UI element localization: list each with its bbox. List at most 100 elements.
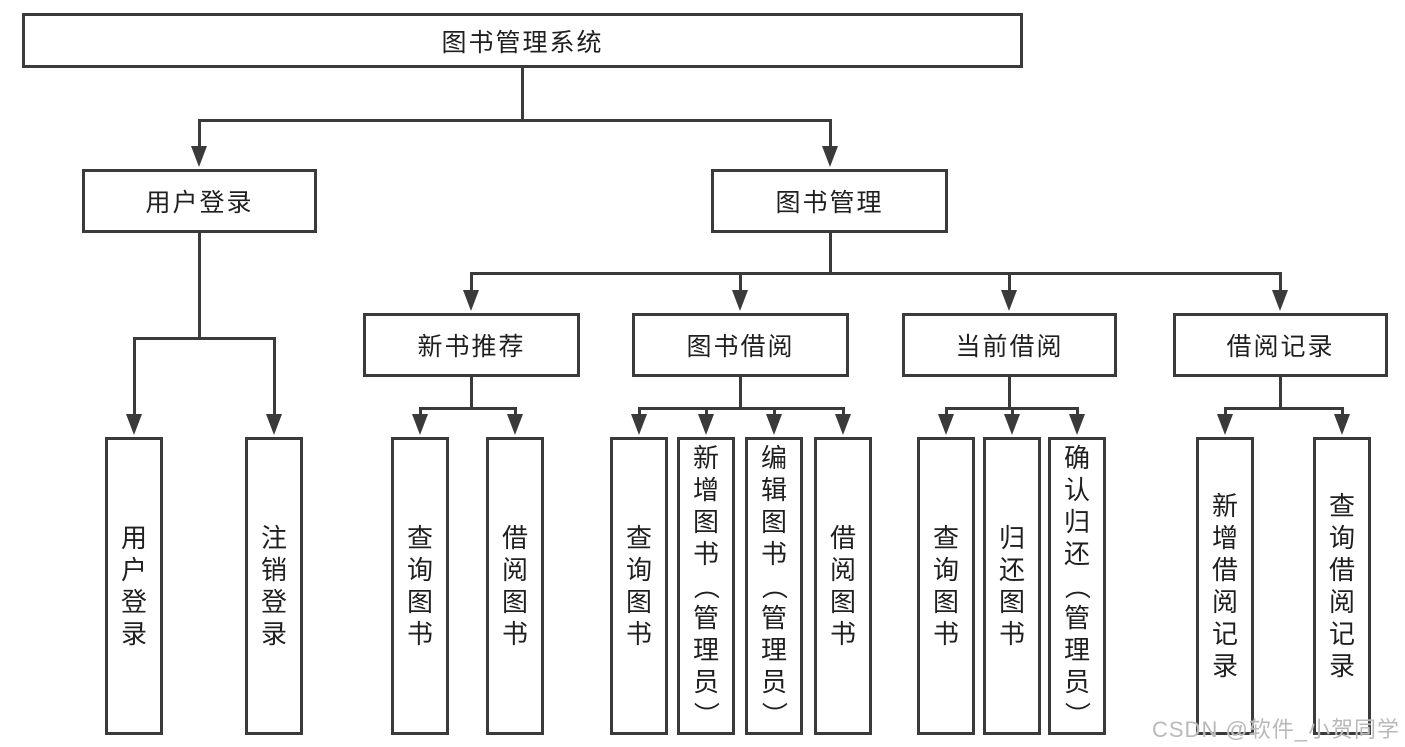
connector-stem <box>1007 374 1011 410</box>
vertical-char: 书 <box>829 619 856 649</box>
leaf-query-book-recommend: 查询图书 <box>391 437 449 735</box>
leaf-borrow-book-borrow: 借阅图书 <box>814 437 872 735</box>
vertical-char: 书 <box>692 539 719 569</box>
node-user-login: 用户登录 <box>82 169 317 233</box>
vertical-char: （ <box>759 572 789 599</box>
leaf-query-book-current: 查询图书 <box>917 437 975 735</box>
vertical-char: 管 <box>1063 603 1090 633</box>
vertical-char: 书 <box>760 539 787 569</box>
connector-arrow-shaft <box>944 408 948 417</box>
connector-arrow-shaft <box>1278 273 1282 293</box>
vertical-char: 归 <box>998 523 1025 553</box>
arrow-down-icon <box>463 290 479 311</box>
vertical-char: 书 <box>998 619 1025 649</box>
vertical-char: 户 <box>120 555 147 585</box>
vertical-char: 图 <box>406 587 433 617</box>
vertical-char: 记 <box>1211 619 1238 649</box>
leaf-borrow-book-borrow-label: 借阅图书 <box>817 440 869 732</box>
node-root-label: 图书管理系统 <box>441 28 604 57</box>
node-book-borrow-label: 图书借阅 <box>686 333 795 361</box>
vertical-char: 增 <box>1211 523 1238 553</box>
vertical-char: 书 <box>501 619 528 649</box>
arrow-down-icon <box>1069 414 1085 435</box>
arrow-down-icon <box>266 414 282 435</box>
vertical-char: 注 <box>260 523 287 553</box>
vertical-char: 阅 <box>501 555 528 585</box>
connector-arrow-shaft <box>704 408 708 417</box>
leaf-confirm-return-admin: 确认归还（管理员） <box>1048 437 1106 735</box>
node-user-login-label: 用户登录 <box>145 189 254 217</box>
connector-bar <box>418 406 517 410</box>
vertical-char: 借 <box>1211 555 1238 585</box>
vertical-char: 图 <box>692 507 719 537</box>
vertical-char: 借 <box>1328 555 1355 585</box>
leaf-query-book-recommend-label: 查询图书 <box>394 440 446 732</box>
vertical-char: 阅 <box>1328 587 1355 617</box>
connector-stem <box>520 68 524 122</box>
leaf-borrow-book-recommend: 借阅图书 <box>486 437 544 735</box>
node-borrow-records-label: 借阅记录 <box>1226 333 1335 361</box>
node-book-borrow: 图书借阅 <box>632 313 849 377</box>
arrow-down-icon <box>1001 290 1017 311</box>
arrow-down-icon <box>412 414 428 435</box>
vertical-char: 借 <box>501 523 528 553</box>
vertical-char: 理 <box>760 635 787 665</box>
arrow-down-icon <box>938 414 954 435</box>
connector-stem <box>738 374 742 410</box>
vertical-char: 录 <box>1328 651 1355 681</box>
connector-bar <box>132 336 276 340</box>
vertical-char: （ <box>691 572 721 599</box>
vertical-char: 录 <box>120 619 147 649</box>
connector-bar <box>637 406 845 410</box>
vertical-char: 还 <box>998 555 1025 585</box>
vertical-char: 借 <box>829 523 856 553</box>
vertical-char: 新 <box>1211 491 1238 521</box>
connector-arrow-shaft <box>1010 408 1014 417</box>
connector-arrow-shaft <box>841 408 845 417</box>
vertical-char: 员 <box>760 667 787 697</box>
arrow-down-icon <box>1334 414 1350 435</box>
leaf-add-borrow-record: 新增借阅记录 <box>1196 437 1254 735</box>
vertical-char: ） <box>759 700 789 727</box>
leaf-edit-book-admin: 编辑图书（管理员） <box>745 437 803 735</box>
connector-arrow-shaft <box>637 408 641 417</box>
node-book-management-label: 图书管理 <box>775 189 884 217</box>
vertical-char: 登 <box>260 587 287 617</box>
vertical-char: 登 <box>120 587 147 617</box>
connector-arrow-shaft <box>513 408 517 417</box>
connector-arrow-shaft <box>828 120 832 149</box>
vertical-char: 询 <box>625 555 652 585</box>
connector-arrow-shaft <box>1340 408 1344 417</box>
arrow-down-icon <box>1004 414 1020 435</box>
node-current-borrow-label: 当前借阅 <box>955 333 1064 361</box>
vertical-char: 询 <box>1328 523 1355 553</box>
leaf-query-borrow-record: 查询借阅记录 <box>1313 437 1371 735</box>
connector-stem <box>197 230 201 340</box>
vertical-char: 管 <box>692 603 719 633</box>
arrow-down-icon <box>631 414 647 435</box>
vertical-char: 图 <box>760 507 787 537</box>
connector-stem <box>469 374 473 410</box>
connector-arrow-shaft <box>469 273 473 293</box>
vertical-char: 查 <box>932 523 959 553</box>
vertical-char: 阅 <box>829 555 856 585</box>
watermark: CSDN @软件_小贺同学 <box>1152 717 1401 742</box>
leaf-logout: 注销登录 <box>245 437 303 735</box>
node-new-book-recommend: 新书推荐 <box>363 313 580 377</box>
vertical-char: 查 <box>625 523 652 553</box>
vertical-char: 辑 <box>760 475 787 505</box>
leaf-query-book-current-label: 查询图书 <box>920 440 972 732</box>
vertical-char: 书 <box>406 619 433 649</box>
leaf-query-book-borrow-label: 查询图书 <box>613 440 665 732</box>
vertical-char: 认 <box>1063 475 1090 505</box>
vertical-char: 阅 <box>1211 587 1238 617</box>
arrow-down-icon <box>126 414 142 435</box>
vertical-char: 理 <box>692 635 719 665</box>
leaf-logout-label: 注销登录 <box>248 440 300 732</box>
vertical-char: 录 <box>1211 651 1238 681</box>
vertical-char: 销 <box>260 555 287 585</box>
vertical-char: 编 <box>760 443 787 473</box>
leaf-return-book: 归还图书 <box>983 437 1041 735</box>
connector-bar <box>469 271 1282 275</box>
vertical-char: 查 <box>406 523 433 553</box>
